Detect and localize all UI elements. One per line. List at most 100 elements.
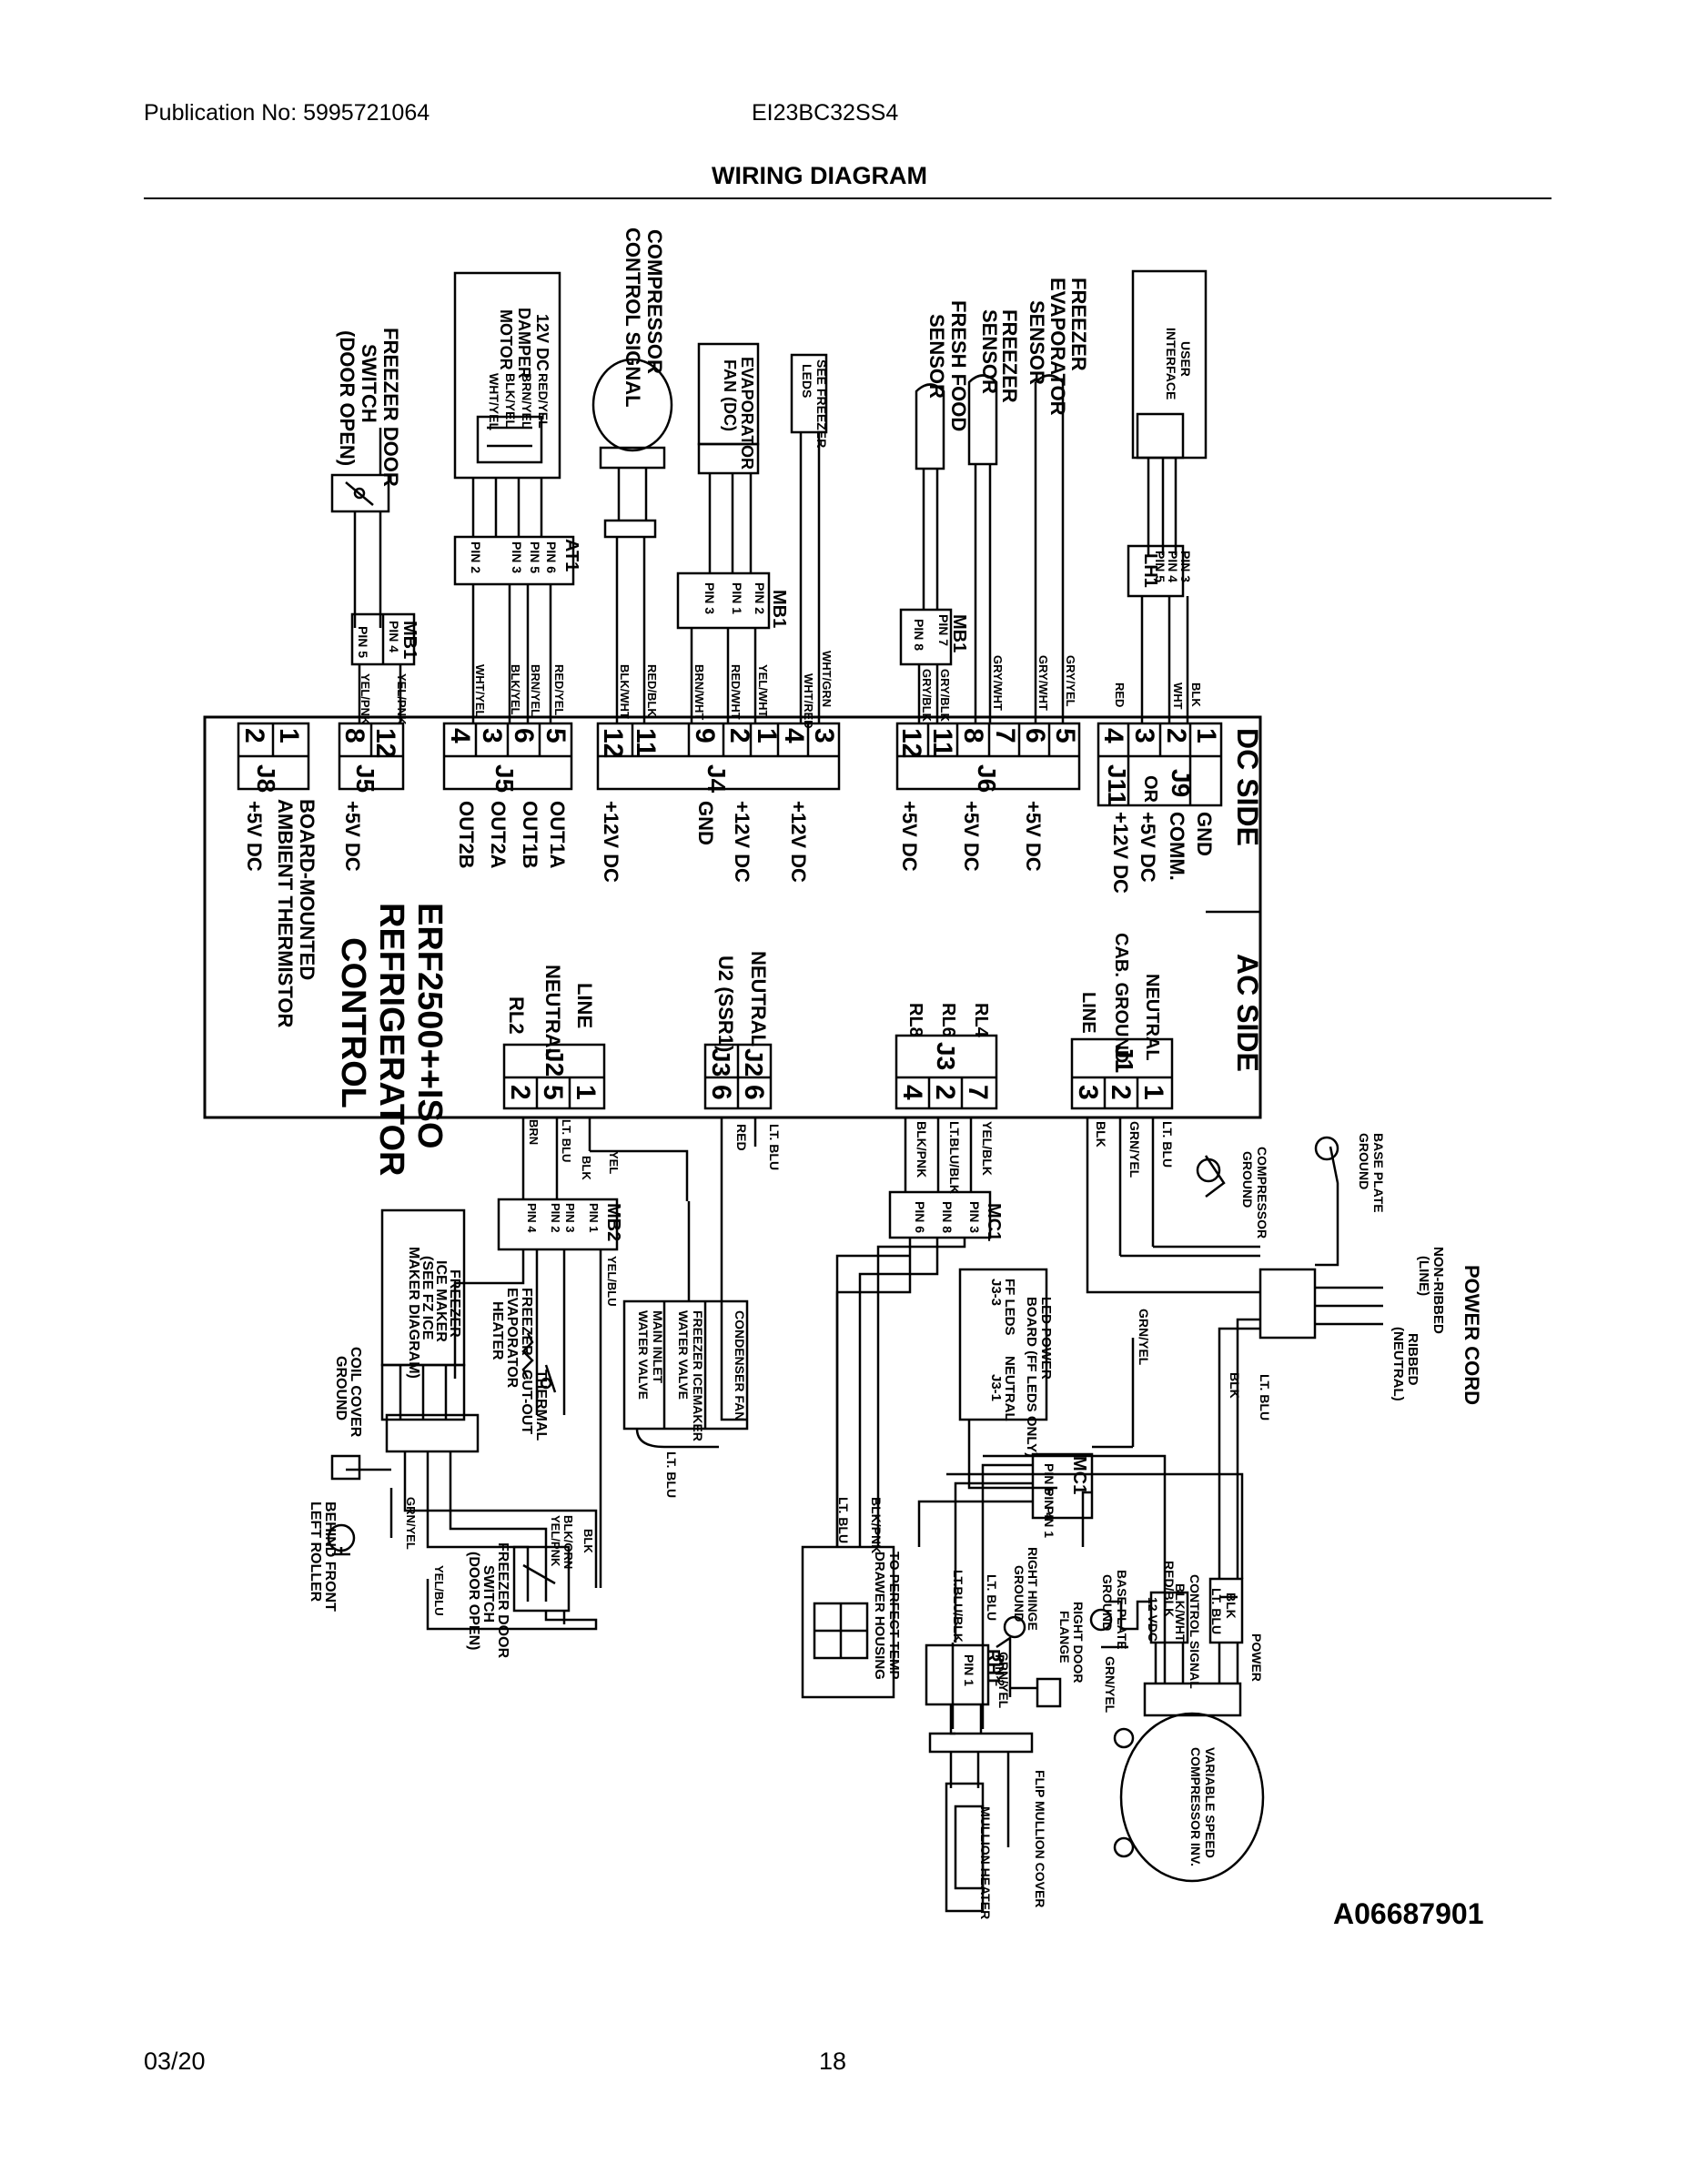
control-board	[203, 715, 1262, 1119]
j3a-pin-6: 6	[706, 1085, 736, 1100]
j5a-label: +5V DC	[341, 801, 364, 872]
wire-label-redblk: RED/BLK	[645, 664, 659, 717]
damper-label-2: DAMPER	[515, 308, 533, 379]
fds2-1: FREEZER DOOR	[495, 1542, 510, 1659]
freezer-leds: SEE FREEZER LEDS	[790, 353, 829, 723]
mb1-right-name: MB1	[949, 614, 969, 652]
right-door-2: FLANGE	[1057, 1611, 1072, 1663]
rh1-name: RH1	[983, 1649, 1003, 1685]
j4-pin-3: 3	[809, 728, 839, 743]
j3b-rl8: RL8	[905, 1003, 925, 1037]
j3b-pin-4: 4	[897, 1085, 927, 1100]
j11-name: J11	[1103, 764, 1131, 805]
valves: MAIN INLET WATER VALVE FREEZER ICEMAKER …	[622, 1117, 782, 1498]
wire-label-yel: YEL	[607, 1151, 621, 1174]
control-name-1: ERF2500++ISO	[410, 903, 449, 1148]
ac-side-label: AC SIDE	[1231, 954, 1264, 1072]
fds2-3: (DOOR OPEN)	[466, 1552, 481, 1650]
dc-side-label: DC SIDE	[1231, 728, 1264, 846]
base-plate2-2: GROUND	[1357, 1133, 1371, 1189]
j4-pin-12: 12	[598, 728, 628, 758]
lh1-pin5: PIN 5	[1153, 551, 1167, 582]
j2-pin-1: 1	[571, 1085, 601, 1100]
evap-fan-label-2: FAN (DC)	[721, 359, 739, 431]
j4-label-12v-b: +12V DC	[731, 801, 753, 883]
compressor-inv-2: COMPRESSOR INV.	[1188, 1747, 1203, 1866]
j2-rl2: RL2	[505, 996, 528, 1035]
user-interface: USER INTERFACE LH1 PIN 3 PIN 4 PIN 5	[1127, 269, 1208, 723]
wire-label-grnyel3: GRN/YEL	[1127, 1121, 1142, 1178]
wire-label-blk2: BLK	[580, 1156, 593, 1180]
j6-pin-6: 6	[1020, 728, 1050, 743]
thermistor-label-1: BOARD-MOUNTED	[296, 799, 318, 980]
j6-label-b: +5V DC	[960, 801, 983, 872]
damper-label-1: 12V DC	[533, 314, 551, 371]
non-ribbed-1: NON-RIBBED	[1430, 1247, 1446, 1334]
connector-j4: 12 11 9 2 1 4 3 J4 +12V DC GND +12V DC +…	[596, 722, 841, 883]
fz-sensor-1: FREEZER	[998, 309, 1021, 403]
comp-signal-label-2: CONTROL SIGNAL	[622, 228, 644, 408]
wire-label-whtgrn: WHT/GRN	[820, 651, 834, 707]
mullion-heater-label: MULLION HEATER	[978, 1806, 993, 1919]
mb2-pin2: PIN 2	[549, 1203, 562, 1233]
mb2-pin1: PIN 1	[587, 1203, 601, 1233]
j5b-name: J5	[490, 764, 519, 793]
j4-pin-1: 1	[752, 728, 782, 743]
perfect-temp-1: TO PERFECT TEMP	[886, 1552, 902, 1680]
wire-label-whtyel: WHT/YEL	[473, 664, 487, 718]
j5a-name: J5	[351, 764, 379, 793]
j8-label: +5V DC	[243, 801, 266, 872]
wire-label-ltblublk: LT.BLU/BLK	[947, 1121, 962, 1194]
thermistor-label-2: AMBIENT THERMISTOR	[274, 799, 297, 1027]
connector-j1: J1 3 2 1 LINE CAB. GROUND NEUTRAL	[1070, 933, 1174, 1110]
comp-signal-label-1: COMPRESSOR	[643, 229, 666, 374]
fze-sensor-1: FREEZER	[1067, 278, 1090, 371]
right-door-1: RIGHT DOOR	[1071, 1602, 1086, 1683]
mb1-left-pin5: PIN 5	[356, 626, 370, 658]
damper-wire-4: WHT/YEL	[487, 373, 501, 430]
wire-label-blkpnk2: BLK/PNK	[869, 1497, 884, 1553]
j4-pin-9: 9	[690, 728, 720, 743]
at1-pin3: PIN 3	[510, 541, 524, 573]
wire-label-yelblk: YEL/BLK	[980, 1121, 995, 1176]
mb1-left-name: MB1	[399, 621, 419, 659]
j4-label-12v-c: +12V DC	[787, 801, 810, 883]
wire-label-grnyel5: GRN/YEL	[1103, 1656, 1117, 1714]
title-rule	[144, 197, 1552, 199]
j1-neutral: NEUTRAL	[1142, 974, 1162, 1061]
j4-label-gnd: GND	[694, 801, 717, 845]
mb1-right-pin8: PIN 8	[912, 619, 926, 651]
evap-fan-label-1: EVAPORATOR	[738, 357, 756, 470]
wire-label-blkwht: BLK/WHT	[618, 664, 632, 719]
wire-label-yelpnk3: YEL/PNK	[549, 1515, 562, 1567]
mb1-mid-pin2: PIN 2	[753, 582, 767, 614]
fds-label-3: (DOOR OPEN)	[336, 330, 359, 466]
j6-pin-12: 12	[896, 728, 926, 758]
thermal-cutout-1: THERMAL	[533, 1370, 549, 1441]
mb1-mid-name: MB1	[769, 590, 789, 628]
lh1-pin3: PIN 3	[1178, 551, 1193, 582]
icemaker-valve-1: FREEZER ICEMAKER	[691, 1310, 705, 1441]
ff-sensor-2: SENSOR	[925, 314, 948, 399]
rh1-pin1: PIN 1	[962, 1654, 976, 1686]
wire-label-blkyel: BLK/YEL	[509, 664, 522, 715]
evap-heater-1: FREEZER	[519, 1288, 534, 1356]
wire-label-blk6: BLK	[1224, 1592, 1238, 1619]
mc1-name: MC1	[984, 1203, 1004, 1241]
vdc12-label: 12 VDC	[1146, 1597, 1160, 1642]
condenser-fan-label: CONDENSER FAN	[733, 1310, 747, 1421]
wire-label-red2: RED	[734, 1124, 749, 1151]
j11-pin-3: 3	[1129, 728, 1159, 743]
fze-sensor-2: EVAPORATOR	[1046, 278, 1069, 416]
j11-pin-4: 4	[1098, 728, 1128, 743]
control-signal-1: CONTROL SIGNAL	[1188, 1574, 1202, 1689]
compressor-inv-1: VARIABLE SPEED	[1203, 1747, 1218, 1858]
wire-label-grnyel2: GRN/YEL	[996, 1652, 1011, 1709]
wire-label-blk3: BLK	[581, 1529, 595, 1553]
ui-label-2: INTERFACE	[1164, 328, 1178, 399]
wire-label-brnwht: BRN/WHT	[692, 664, 706, 720]
footer-date: 03/20	[144, 2048, 206, 2075]
ice-maker-3: (SEE FZ ICE	[419, 1256, 435, 1340]
ice-maker-2: ICE MAKER	[433, 1260, 449, 1342]
ff-leds-1: FF LEDS	[1002, 1279, 1017, 1336]
